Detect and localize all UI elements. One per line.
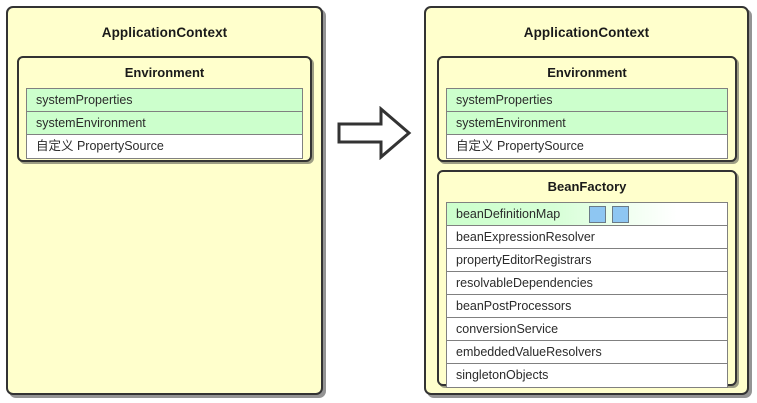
row-label: beanExpressionResolver [456, 230, 595, 244]
list-item-bean-definition-map[interactable]: beanDefinitionMap [447, 203, 727, 226]
left-application-context-panel: ApplicationContext Environment systemPro… [6, 6, 323, 395]
right-environment-row-list: systemProperties systemEnvironment 自定义 P… [446, 88, 728, 159]
row-label: systemEnvironment [456, 116, 566, 130]
right-environment-title: Environment [547, 65, 627, 80]
bean-factory-title: BeanFactory [547, 179, 627, 194]
list-item[interactable]: beanExpressionResolver [447, 226, 727, 249]
list-item[interactable]: propertyEditorRegistrars [447, 249, 727, 272]
row-label: 自定义 PropertySource [456, 139, 584, 153]
bean-factory-group: BeanFactory beanDefinitionMap beanExpres… [437, 170, 737, 388]
bean-chip-icon[interactable] [589, 206, 606, 223]
list-item[interactable]: systemProperties [447, 89, 727, 112]
left-environment-title: Environment [124, 65, 205, 80]
list-item[interactable]: systemEnvironment [27, 112, 302, 135]
row-label: beanPostProcessors [456, 299, 572, 313]
list-item[interactable]: conversionService [447, 318, 727, 341]
row-label: propertyEditorRegistrars [456, 253, 592, 267]
bean-factory-row-list: beanDefinitionMap beanExpressionResolver… [446, 202, 728, 388]
list-item[interactable]: beanPostProcessors [447, 295, 727, 318]
bean-chip-icon[interactable] [612, 206, 629, 223]
row-label: 自定义 PropertySource [36, 139, 164, 153]
left-panel-title: ApplicationContext [101, 25, 228, 40]
row-label: systemProperties [456, 93, 553, 107]
list-item[interactable]: singletonObjects [447, 364, 727, 387]
list-item[interactable]: systemEnvironment [447, 112, 727, 135]
list-item[interactable]: resolvableDependencies [447, 272, 727, 295]
row-label: conversionService [456, 322, 559, 336]
row-label: systemEnvironment [36, 116, 146, 130]
row-label: resolvableDependencies [456, 276, 593, 290]
row-label: systemProperties [36, 93, 133, 107]
flow-arrow [337, 106, 412, 160]
right-arrow-icon [337, 106, 412, 160]
list-item[interactable]: 自定义 PropertySource [27, 135, 302, 158]
list-item[interactable]: systemProperties [27, 89, 302, 112]
right-application-context-panel: ApplicationContext Environment systemPro… [424, 6, 749, 395]
right-panel-title: ApplicationContext [523, 25, 650, 40]
row-label: embeddedValueResolvers [456, 345, 602, 359]
row-label: beanDefinitionMap [456, 207, 561, 221]
right-environment-group: Environment systemProperties systemEnvir… [437, 56, 737, 162]
left-environment-group: Environment systemProperties systemEnvir… [17, 56, 312, 162]
list-item[interactable]: embeddedValueResolvers [447, 341, 727, 364]
bean-definition-chips [589, 206, 629, 223]
row-label: singletonObjects [456, 368, 549, 382]
list-item[interactable]: 自定义 PropertySource [447, 135, 727, 158]
left-environment-row-list: systemProperties systemEnvironment 自定义 P… [26, 88, 303, 159]
